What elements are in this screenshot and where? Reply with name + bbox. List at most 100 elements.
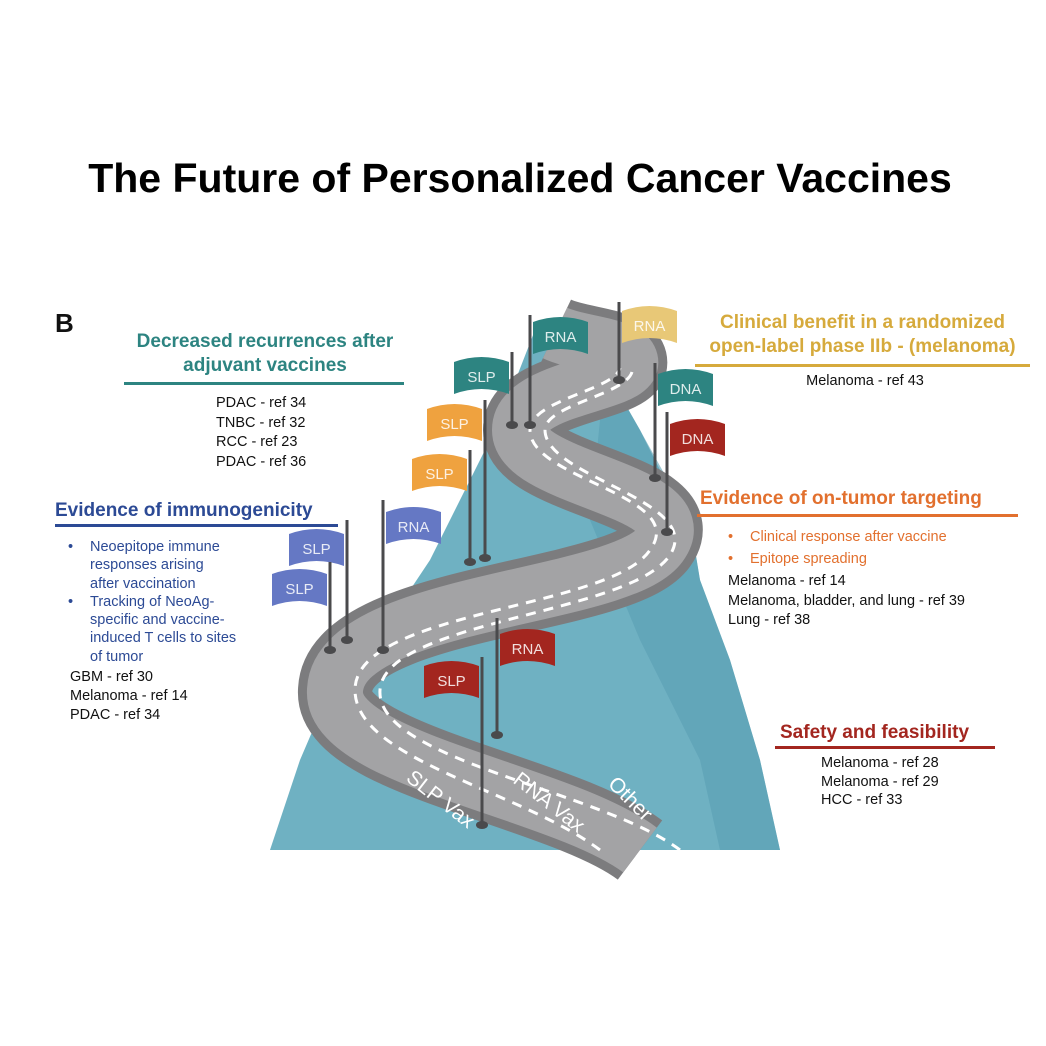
clinical-benefit-underline: [695, 364, 1030, 367]
bullet-line: induced T cells to sites: [90, 630, 237, 647]
ref-item: RCC - ref 23: [216, 434, 298, 450]
flag-slp: SLP: [424, 657, 488, 829]
flag-label: RNA: [398, 519, 430, 536]
flag-rna: RNA: [524, 315, 588, 429]
flag-base: [649, 474, 661, 482]
ref-item: PDAC - ref 34: [70, 707, 161, 723]
flag-cloth: [500, 629, 555, 666]
immunogenicity-underline: [55, 524, 338, 527]
immunogenicity-refs: GBM - ref 30 Melanoma - ref 14 PDAC - re…: [70, 668, 188, 725]
bullet-text: Epitope spreading: [750, 551, 867, 567]
flag-label: DNA: [682, 431, 714, 448]
bullet-item: • Neoepitope immune responses arising af…: [68, 538, 236, 593]
flag-cloth: [533, 317, 588, 354]
flag-slp: SLP: [412, 450, 476, 566]
flag-label: SLP: [302, 541, 330, 558]
bullet-dot: •: [68, 593, 74, 610]
bullet-line: Neoepitope immune: [90, 539, 220, 555]
road: [307, 307, 694, 874]
flag-base: [476, 821, 488, 829]
ref-item: Melanoma - ref 43: [806, 373, 924, 389]
flag-label: SLP: [440, 416, 468, 433]
flag-base: [613, 376, 625, 384]
flag-rna: RNA: [613, 302, 677, 384]
flag-base: [324, 646, 336, 654]
flag-base: [491, 731, 503, 739]
flag-base: [377, 646, 389, 654]
clinical-benefit-heading-line1: Clinical benefit in a randomized: [719, 312, 1006, 333]
flag-base: [464, 558, 476, 566]
flag-base: [341, 636, 353, 644]
safety-heading: Safety and feasibility: [780, 722, 970, 743]
flag-label: SLP: [285, 581, 313, 598]
recurrences-heading: Decreased recurrences after adjuvant vac…: [110, 330, 420, 378]
flag-label: SLP: [437, 673, 465, 690]
ref-item: Melanoma - ref 14: [728, 573, 846, 589]
flag-base: [524, 421, 536, 429]
flag-slp: SLP: [427, 400, 491, 562]
flag-label: SLP: [425, 466, 453, 483]
flag-label: RNA: [512, 641, 544, 658]
ref-item: GBM - ref 30: [70, 669, 153, 685]
immunogenicity-heading: Evidence of immunogenicity: [55, 500, 313, 521]
flag-dna: DNA: [661, 412, 725, 536]
flag-label: SLP: [467, 369, 495, 386]
bullet-line: after vaccination: [90, 575, 196, 592]
on-tumor-underline: [697, 514, 1018, 517]
recurrences-heading-line1: Decreased recurrences after: [136, 331, 394, 352]
on-tumor-bullets: • Clinical response after vaccine • Epitop…: [728, 526, 947, 570]
flag-label: RNA: [545, 329, 577, 346]
flag-cloth: [622, 306, 677, 343]
flag-label: RNA: [634, 318, 666, 335]
bullet-line: specific and vaccine-: [90, 612, 225, 629]
lane-line-2: [378, 371, 681, 852]
bullet-line: Tracking of NeoAg-: [90, 593, 215, 610]
flag-slp: SLP: [454, 352, 518, 429]
flag-cloth: [289, 529, 344, 566]
bullet-dot: •: [68, 539, 74, 555]
bullet-dot: •: [728, 551, 734, 567]
ref-item: Melanoma - ref 28: [821, 755, 939, 771]
flag-cloth: [454, 357, 509, 394]
flag-cloth: [272, 569, 327, 606]
page-title: The Future of Personalized Cancer Vaccin…: [88, 155, 952, 201]
bullet-line: responses arising: [90, 557, 204, 574]
flag-slp: SLP: [289, 520, 353, 644]
ref-item: PDAC - ref 36: [216, 453, 307, 470]
on-tumor-refs: Melanoma - ref 14 Melanoma, bladder, and…: [728, 572, 965, 631]
on-tumor-heading: Evidence of on-tumor targeting: [700, 488, 982, 509]
flag-base: [506, 421, 518, 429]
flag-base: [479, 554, 491, 562]
flag-cloth: [386, 507, 441, 544]
recurrences-underline: [124, 382, 404, 385]
flag-label: DNA: [670, 381, 702, 398]
bullet-dot: •: [728, 529, 734, 545]
recurrences-refs: PDAC - ref 34 TNBC - ref 32 RCC - ref 23…: [216, 394, 306, 472]
bullet-line: of tumor: [90, 648, 144, 665]
safety-underline: [775, 746, 995, 749]
ref-item: Lung - ref 38: [728, 612, 811, 628]
safety-refs: Melanoma - ref 28 Melanoma - ref 29 HCC …: [821, 754, 939, 810]
clinical-benefit-heading: Clinical benefit in a randomized open-la…: [690, 311, 1035, 359]
ref-item: PDAC - ref 34: [216, 395, 307, 411]
flag-base: [661, 528, 673, 536]
ref-item: Melanoma - ref 29: [821, 773, 939, 790]
flag-cloth: [670, 419, 725, 456]
flag-cloth: [412, 454, 467, 491]
bullet-item: • Clinical response after vaccine: [728, 526, 947, 548]
flag-slp: SLP: [272, 562, 336, 654]
bullet-item: • Tracking of NeoAg- specific and vaccin…: [68, 593, 236, 666]
bullet-text: Clinical response after vaccine: [750, 529, 947, 545]
flag-cloth: [427, 404, 482, 441]
flag-cloth: [658, 369, 713, 406]
panel-letter: B: [55, 308, 74, 338]
flag-rna: RNA: [491, 618, 555, 739]
immunogenicity-bullets: • Neoepitope immune responses arising af…: [68, 538, 236, 666]
clinical-benefit-refs: Melanoma - ref 43: [690, 372, 1040, 392]
ref-item: TNBC - ref 32: [216, 414, 306, 431]
flag-dna: DNA: [649, 363, 713, 482]
recurrences-heading-line2: adjuvant vaccines: [183, 355, 347, 376]
flag-cloth: [424, 661, 479, 698]
bullet-item: • Epitope spreading: [728, 548, 947, 570]
